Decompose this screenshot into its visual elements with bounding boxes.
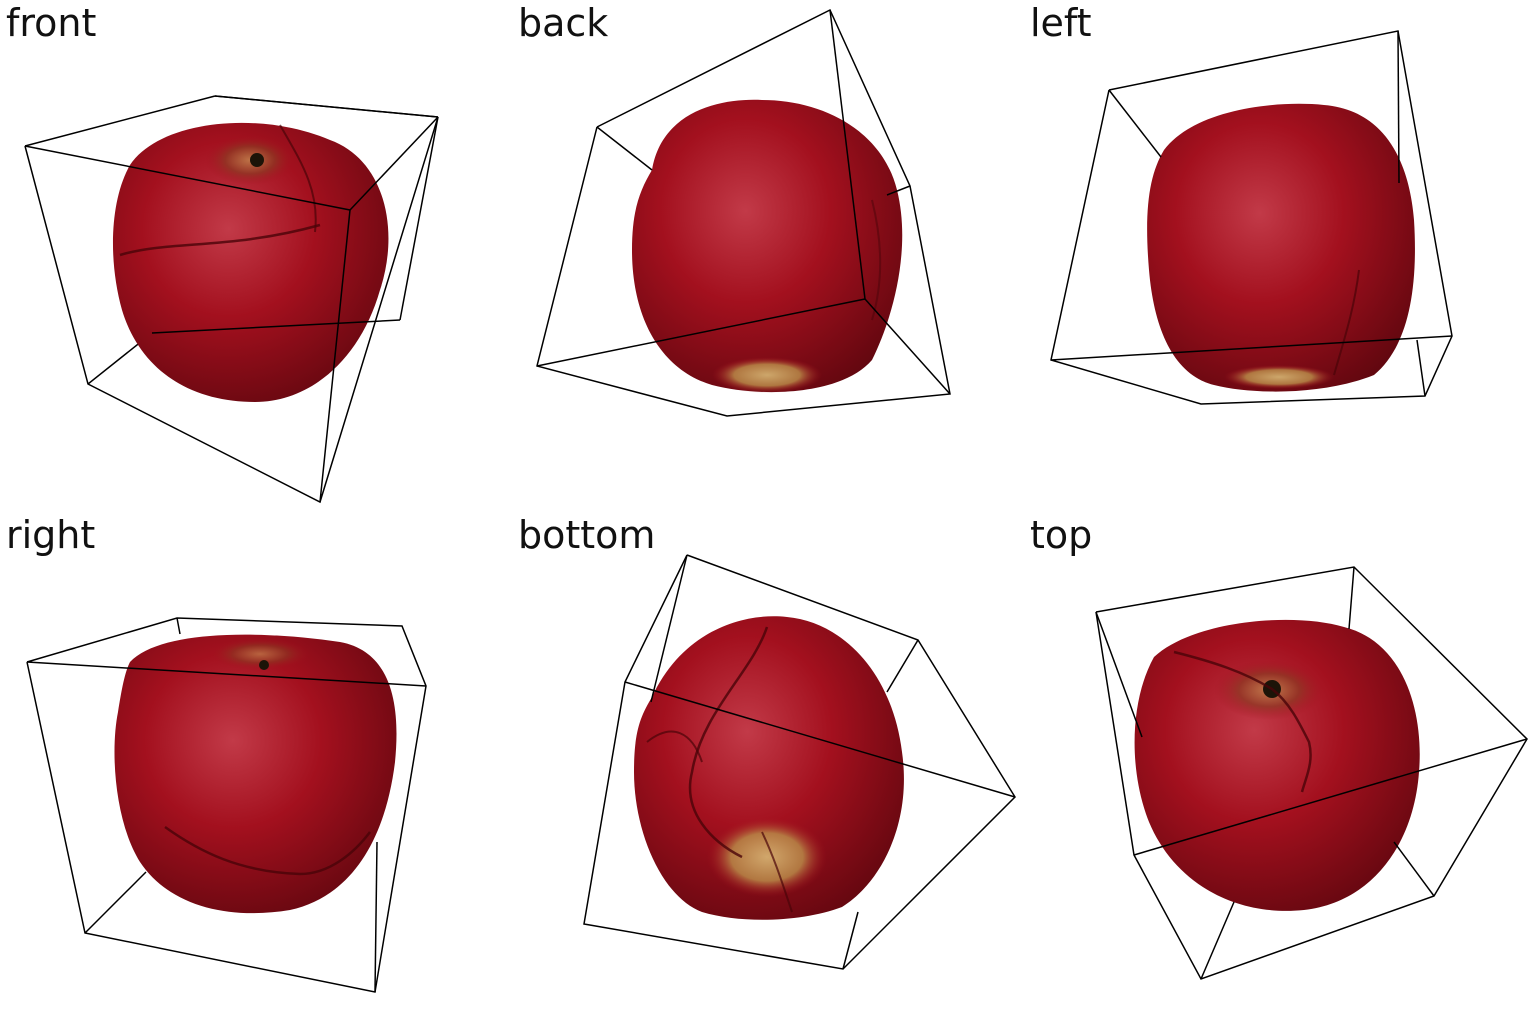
view-back: back bbox=[512, 0, 1024, 512]
view-label-bottom: bottom bbox=[518, 513, 656, 557]
bounding-box-edges bbox=[1050, 30, 1453, 405]
view-right: right bbox=[0, 512, 512, 1024]
apple-render-back bbox=[536, 8, 951, 417]
stem bbox=[259, 660, 269, 670]
apple-render-right bbox=[26, 617, 427, 993]
stem bbox=[250, 153, 264, 167]
bounding-box-edges bbox=[536, 8, 951, 417]
apple-render-top bbox=[1095, 566, 1528, 980]
apple-body bbox=[1134, 619, 1420, 911]
apple-render-bottom bbox=[583, 554, 1016, 970]
apple-body bbox=[632, 99, 903, 393]
view-bottom: bottom bbox=[512, 512, 1024, 1024]
view-label-left: left bbox=[1030, 1, 1092, 45]
view-top: top bbox=[1024, 512, 1536, 1024]
view-label-back: back bbox=[518, 1, 609, 45]
apple-render-left bbox=[1050, 30, 1453, 405]
apple-body bbox=[114, 634, 397, 914]
apple-render-front bbox=[24, 95, 439, 504]
view-label-front: front bbox=[6, 1, 97, 45]
bounding-box-edges bbox=[26, 617, 427, 993]
view-label-right: right bbox=[6, 513, 96, 557]
bounding-box-edges bbox=[1095, 566, 1528, 980]
view-front: front bbox=[0, 0, 512, 512]
apple-body bbox=[1147, 103, 1415, 392]
apple-body bbox=[634, 616, 904, 920]
view-label-top: top bbox=[1030, 513, 1093, 557]
bounding-box-front-edges bbox=[24, 95, 439, 504]
apple-body bbox=[112, 122, 389, 402]
bounding-box-edges bbox=[583, 554, 1016, 970]
view-left: left bbox=[1024, 0, 1536, 512]
